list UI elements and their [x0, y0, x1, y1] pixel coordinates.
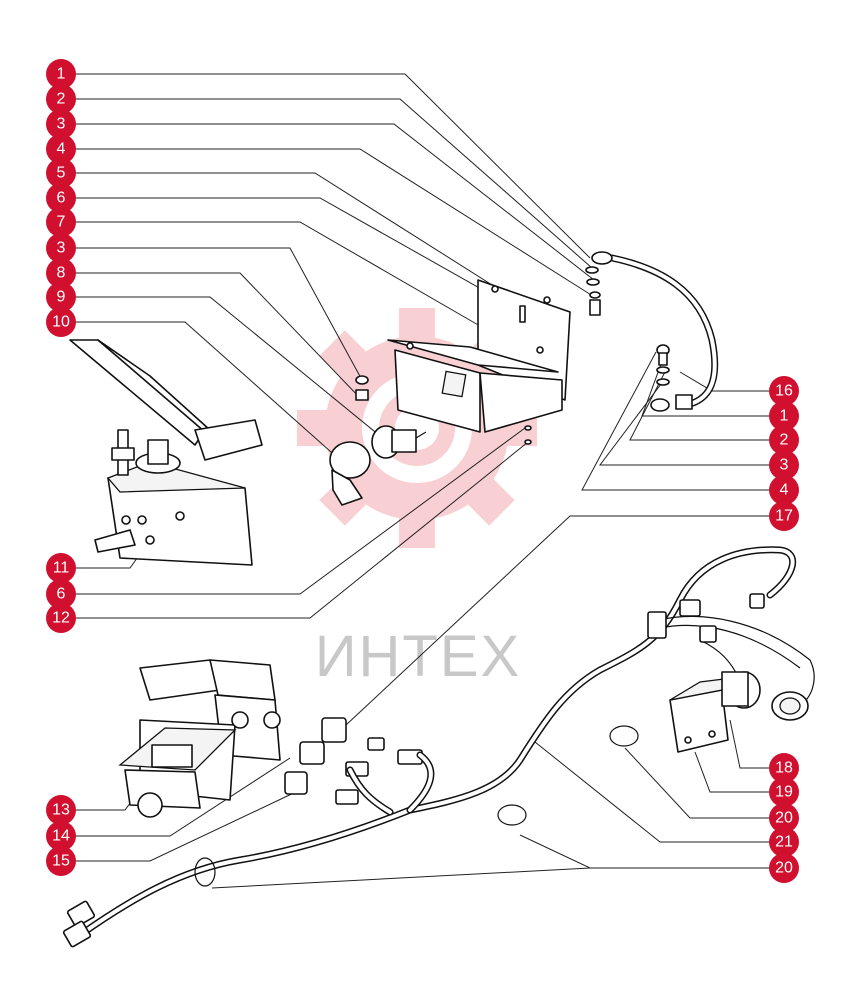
svg-text:20: 20: [775, 860, 793, 877]
pedal-assembly: [69, 339, 263, 566]
harness-sensors: [284, 717, 423, 805]
svg-text:11: 11: [53, 560, 70, 577]
callout-6-b: 6: [46, 579, 76, 609]
valve-block: [118, 659, 281, 818]
watermark-text: ИНТЕХ: [315, 624, 521, 689]
svg-text:5: 5: [57, 165, 66, 182]
callout-20-b: 20: [769, 853, 799, 883]
svg-text:1: 1: [780, 408, 789, 425]
callout-2-a: 2: [46, 84, 76, 114]
battery-cable: [585, 251, 719, 412]
callout-16: 16: [769, 376, 799, 406]
mounting-bracket: [387, 279, 571, 433]
svg-text:20: 20: [775, 810, 793, 827]
potentiometer: [329, 425, 427, 506]
callout-9: 9: [46, 282, 76, 312]
callout-8: 8: [46, 258, 76, 288]
solenoid-valve: [669, 671, 809, 753]
callout-14: 14: [46, 821, 76, 851]
callout-12: 12: [46, 603, 76, 633]
svg-text:4: 4: [57, 141, 66, 158]
svg-text:15: 15: [52, 853, 70, 870]
callout-5: 5: [46, 158, 76, 188]
wiring-harness: [62, 546, 815, 948]
callout-6-a: 6: [46, 183, 76, 213]
svg-text:16: 16: [775, 383, 793, 400]
svg-text:13: 13: [52, 802, 70, 819]
callout-3-b: 3: [46, 233, 76, 263]
callout-1-b: 1: [769, 401, 799, 431]
callout-19: 19: [769, 777, 799, 807]
callout-3-a: 3: [46, 109, 76, 139]
svg-text:10: 10: [52, 314, 70, 331]
svg-text:6: 6: [57, 190, 66, 207]
callout-2-b: 2: [769, 425, 799, 455]
svg-text:2: 2: [780, 432, 789, 449]
callout-1-a: 1: [46, 59, 76, 89]
svg-text:3: 3: [57, 116, 66, 133]
callout-18: 18: [769, 753, 799, 783]
svg-text:18: 18: [775, 760, 793, 777]
cable-ties: [194, 725, 639, 887]
bracket-fasteners: [355, 305, 532, 445]
svg-text:1: 1: [57, 66, 66, 83]
callouts: 1 2 3 4 5 6 7 3 8 9 10 11 6 12 13 14 15 …: [46, 59, 799, 883]
callout-7: 7: [46, 207, 76, 237]
svg-text:9: 9: [57, 289, 66, 306]
svg-text:3: 3: [780, 457, 789, 474]
svg-text:2: 2: [57, 91, 66, 108]
svg-text:17: 17: [775, 508, 793, 525]
callout-10: 10: [46, 307, 76, 337]
svg-text:21: 21: [775, 834, 793, 851]
callout-17: 17: [769, 501, 799, 531]
callout-15: 15: [46, 846, 76, 876]
svg-text:7: 7: [57, 214, 66, 231]
callout-4-a: 4: [46, 134, 76, 164]
svg-text:14: 14: [52, 828, 70, 845]
callout-21: 21: [769, 827, 799, 857]
svg-text:8: 8: [57, 265, 66, 282]
callout-4-b: 4: [769, 475, 799, 505]
callout-11: 11: [46, 553, 76, 583]
svg-text:12: 12: [52, 610, 70, 627]
callout-3-c: 3: [769, 450, 799, 480]
svg-text:6: 6: [57, 586, 66, 603]
svg-text:19: 19: [775, 784, 793, 801]
leader-lines: [75, 73, 770, 889]
callout-13: 13: [46, 795, 76, 825]
svg-text:3: 3: [57, 240, 66, 257]
callout-20-a: 20: [769, 803, 799, 833]
svg-text:4: 4: [780, 482, 789, 499]
